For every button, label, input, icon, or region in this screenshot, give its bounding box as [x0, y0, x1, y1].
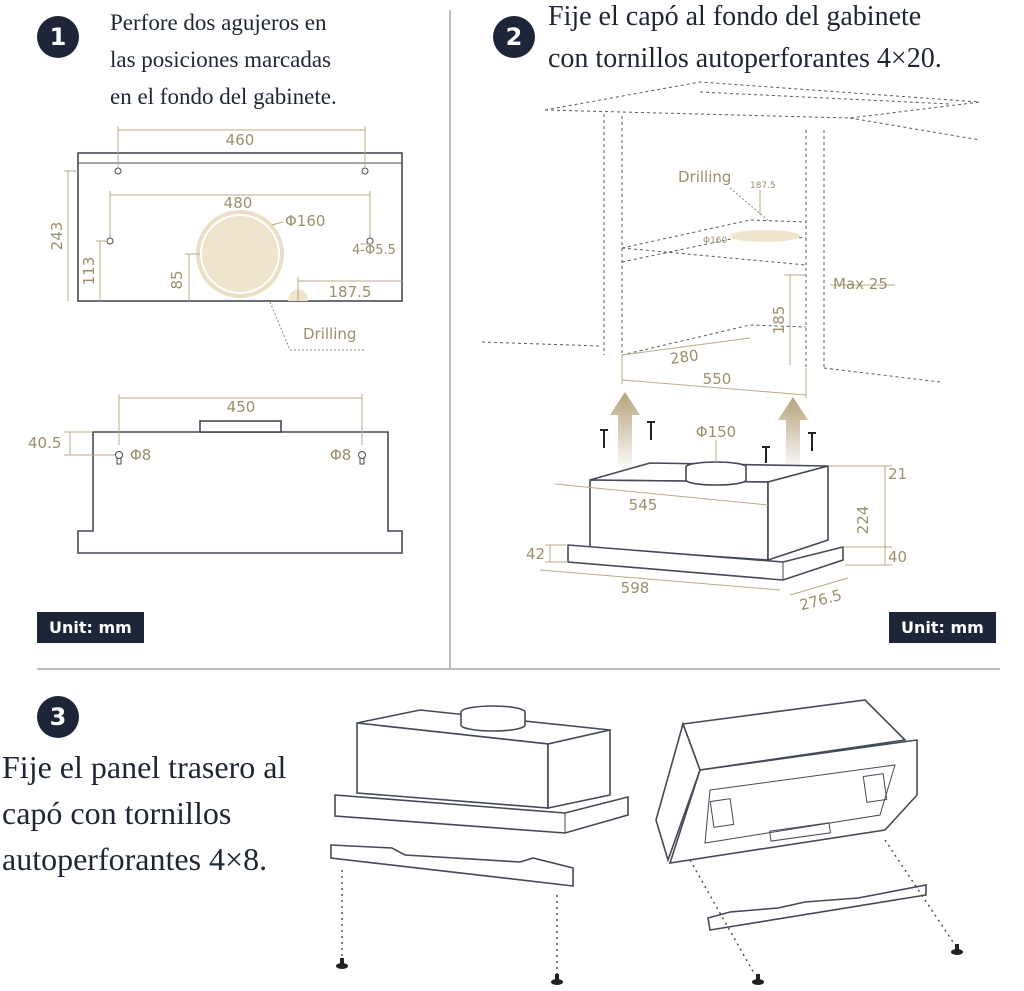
- step-1-line-3: en el fondo del gabinete.: [110, 84, 337, 109]
- dim-diameter-160: Φ160: [285, 212, 325, 230]
- cabinet-dim-280: 280: [669, 346, 700, 368]
- step-3-hood-right: [655, 699, 963, 985]
- step-2-line-2: con tornillos autoperforantes 4×20.: [548, 43, 942, 74]
- step-2-instruction: Fije el capó al fondo del gabinete con t…: [548, 0, 942, 80]
- dim-460: 460: [226, 131, 255, 149]
- cabinet-dim-185: 185: [770, 306, 788, 335]
- step-3-instruction: Fije el panel trasero al capó con tornil…: [2, 744, 286, 882]
- hood-dim-598: 598: [621, 579, 650, 597]
- hood-dim-40: 40: [888, 548, 907, 566]
- step-3-line-2: capó con tornillos: [2, 795, 232, 831]
- hood-dim-224: 224: [854, 506, 872, 535]
- hole-right-label: Φ8: [330, 446, 351, 464]
- cabinet-dim-187-5: 187.5: [750, 181, 776, 191]
- step-3-line-3: autoperforantes 4×8.: [2, 841, 268, 877]
- unit-badge-left: Unit: mm: [37, 612, 144, 643]
- step-3-hood-left: [330, 705, 629, 985]
- cabinet-dim-550: 550: [703, 370, 732, 388]
- dim-480: 480: [224, 194, 253, 212]
- step-1-badge: 1: [37, 16, 79, 58]
- cabinet-drilling-label: Drilling: [678, 168, 731, 186]
- screw-icon: [752, 944, 963, 985]
- hood-dim-150: Φ150: [696, 423, 736, 441]
- dim-187-5: 187.5: [329, 283, 372, 301]
- dim-40-5: 40.5: [28, 434, 61, 452]
- step-1-line-2: las posiciones marcadas: [110, 47, 331, 72]
- dim-holes: 4-Φ5.5: [352, 243, 396, 258]
- hole-left-label: Φ8: [130, 446, 151, 464]
- screw-icon: [336, 958, 563, 985]
- step-3-badge: 3: [37, 696, 79, 738]
- step-2-line-1: Fije el capó al fondo del gabinete: [548, 1, 922, 32]
- step-1-instruction: Perfore dos agujeros en las posiciones m…: [110, 4, 337, 115]
- up-arrow-right-icon: [778, 397, 808, 472]
- screw-icon: [600, 421, 816, 463]
- drilling-label: Drilling: [303, 325, 356, 343]
- dim-450: 450: [227, 398, 256, 416]
- hood-dim-276-5: 276.5: [798, 586, 844, 615]
- cabinet-drawing: [481, 81, 981, 398]
- hood-dim-545: 545: [629, 496, 658, 514]
- step-2-badge: 2: [493, 16, 535, 58]
- step-3-line-1: Fije el panel trasero al: [2, 749, 287, 785]
- unit-badge-right: Unit: mm: [889, 612, 996, 643]
- dim-113: 113: [80, 257, 98, 286]
- dim-85: 85: [168, 270, 186, 289]
- dim-243: 243: [48, 222, 66, 251]
- hood-dim-21: 21: [888, 465, 907, 483]
- step-1-line-1: Perfore dos agujeros en: [110, 10, 327, 35]
- hood-drawing: [539, 440, 892, 596]
- max-25-label: Max 25: [833, 275, 888, 293]
- up-arrow-left-icon: [610, 392, 640, 472]
- front-view-drawing: [64, 394, 403, 554]
- cabinet-dim-diameter: Φ160: [703, 236, 728, 246]
- hood-dim-42: 42: [526, 545, 545, 563]
- top-view-drawing: [64, 126, 403, 351]
